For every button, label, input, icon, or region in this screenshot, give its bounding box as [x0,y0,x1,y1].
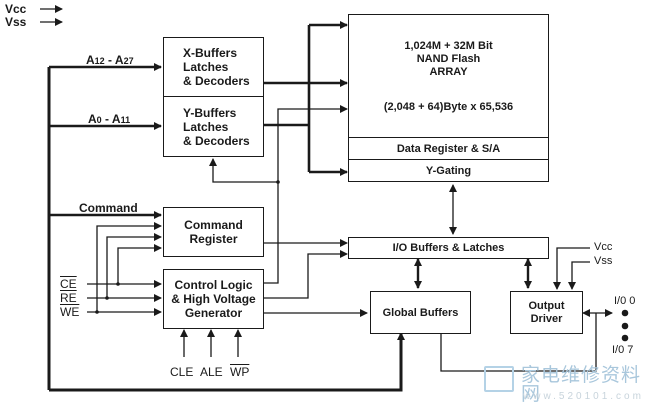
legend-vcc-label: Vcc [5,2,27,16]
io7-label: I/0 7 [612,344,634,356]
global-buffers-bus [49,332,405,392]
addr-high-label: A12 - A27 [86,53,134,67]
control-to-ydecoder-wire [209,158,278,183]
io-dot [621,334,629,342]
io-dot [621,322,629,330]
vss-wire [568,261,590,290]
io-buffers-block: I/O Buffers & Latches [348,237,549,259]
watermark-text: 家电维修资料网 [521,365,642,405]
control-to-io-wire [264,250,348,299]
control-to-array-wire [264,105,348,284]
y-gating-block: Y-Gating [348,159,549,182]
vcc-right-label: Vcc [594,241,613,253]
io-dot [621,309,629,317]
vcc-wire [553,247,590,290]
data-register-block: Data Register & S/A [348,137,549,160]
legend-vss-label: Vss [5,15,27,29]
watermark-book-icon [484,366,514,392]
addr-low-label: A0 - A11 [88,112,131,126]
ce-to-cmd-wire [117,244,162,284]
wp-label: WP [230,365,250,379]
global-buffers-block: Global Buffers [370,291,471,334]
re-label: RE [60,291,77,305]
command-label: Command [79,201,138,215]
vss-right-label: Vss [594,255,613,267]
ale-label: ALE [200,365,223,379]
global-to-io-wire [440,313,597,372]
watermark-url: www.520101.com [523,391,644,402]
re-to-cmd-wire [106,233,162,298]
io0-label: I/0 0 [614,295,636,307]
array-organization: (2,048 + 64)Byte x 65,536 [383,100,514,113]
cle-label: CLE [170,365,194,379]
we-label: WE [60,305,80,319]
ce-label: CE [60,277,77,291]
we-to-cmd-wire [96,222,162,312]
